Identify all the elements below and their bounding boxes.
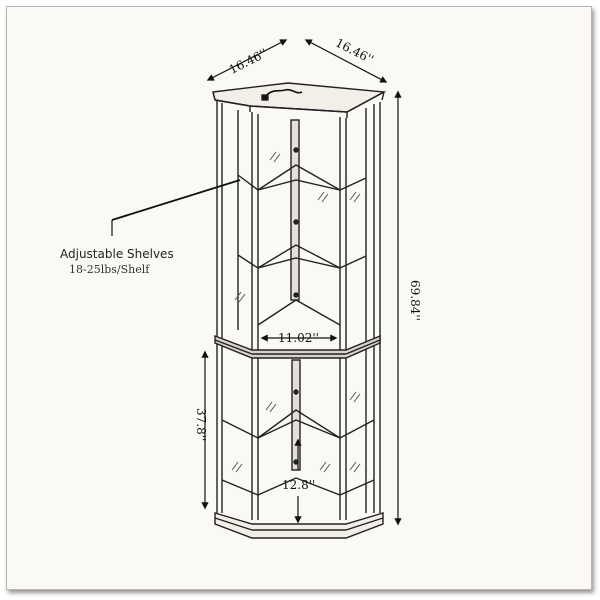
inner-width-label: 11.02''	[278, 331, 319, 345]
total-height-label: 69.84''	[408, 280, 422, 321]
depth-left-line	[206, 39, 288, 81]
dimension-lines	[111, 39, 402, 526]
corner-cabinet	[212, 82, 387, 539]
middle-divider	[214, 334, 381, 359]
lower-height-label: 37.8''	[194, 408, 208, 441]
depth-left-label: 16.46''	[227, 46, 270, 77]
cabinet-base	[214, 512, 384, 539]
top-cap	[212, 82, 387, 113]
callout-subtitle: 18-25lbs/Shelf	[69, 263, 150, 276]
depth-right-line	[304, 39, 388, 83]
depth-right-label: 16.46''	[333, 36, 376, 67]
bottom-depth-label: 12.8''	[282, 478, 315, 492]
power-cord-icon	[261, 88, 303, 101]
callout-title: Adjustable Shelves	[60, 247, 174, 261]
